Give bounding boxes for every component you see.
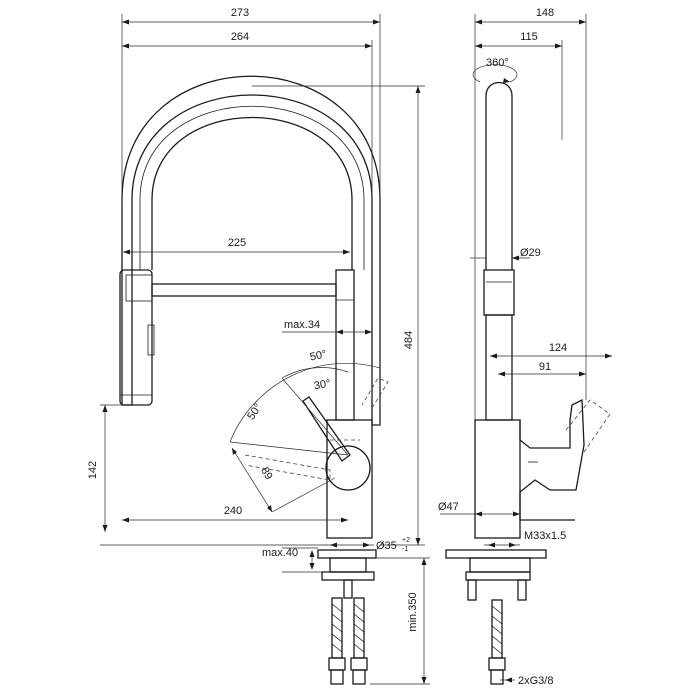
side-lower-tube (485, 314, 513, 421)
hose-fitting-right (350, 657, 368, 671)
hose-arch-band (139, 105, 365, 270)
dim-body-reach: 91 (539, 361, 551, 373)
dim-hose-width: 264 (231, 31, 249, 43)
dim-swivel-front: 50° (309, 348, 328, 363)
spray-head-grip (125, 274, 153, 302)
side-mount-nut (469, 557, 531, 573)
dim-base-height: 142 (87, 461, 99, 479)
dim-hole-tol-upper: +2 (402, 537, 410, 544)
dim-hole-diameter: Ø35 (376, 540, 397, 552)
lever-handle (302, 396, 351, 462)
dim-overall-height: 484 (403, 331, 415, 349)
spray-head (119, 269, 153, 406)
dim-deck-thickness: max.40 (262, 547, 298, 559)
dim-hose-length: min.350 (407, 592, 419, 631)
side-deck-plate (445, 549, 547, 559)
side-lever-alt (565, 399, 611, 456)
dim-base-width: 240 (224, 505, 242, 517)
dim-connection: 2xG3/8 (518, 675, 553, 687)
side-supply-hose (491, 599, 503, 659)
side-dimensions (440, 14, 612, 683)
lever-alt-right (361, 377, 389, 409)
side-spout (485, 81, 513, 270)
dim-lever-reach: 124 (549, 342, 567, 354)
dim-swivel-side: 50° (245, 402, 264, 423)
mount-washer (321, 571, 375, 581)
side-lever-housing (519, 398, 585, 521)
dim-spout-reach: max.34 (284, 319, 320, 331)
dim-overall-depth: 148 (536, 7, 554, 19)
dim-lever-angle: 30° (313, 378, 331, 393)
dim-hole-tol-lower: -1 (402, 546, 408, 553)
mount-bolt (343, 579, 353, 599)
side-body (474, 419, 521, 539)
hose-fitting-left (328, 657, 346, 671)
side-mount-washer (465, 571, 531, 581)
faucet-body (326, 419, 373, 539)
side-view-drawing (445, 81, 611, 685)
dim-spout-diameter: Ø29 (520, 247, 541, 259)
front-dimensions (100, 14, 430, 685)
right-column (335, 269, 355, 421)
spray-button (147, 324, 155, 356)
dim-rotation: 360° (486, 57, 509, 69)
hose-outer-outline (121, 75, 381, 426)
side-grip (483, 269, 515, 316)
dim-hose-inner-width: 225 (228, 237, 246, 249)
dim-overall-width: 273 (231, 7, 249, 19)
deck-plate (317, 549, 377, 559)
hose-inner-outline (151, 117, 353, 270)
crossbar (151, 283, 337, 297)
front-view-drawing (119, 75, 389, 685)
dim-body-diameter: Ø47 (438, 501, 459, 513)
dim-thread: M33x1.5 (524, 530, 566, 542)
dim-lever-length: 89 (258, 465, 275, 482)
lever-hub (325, 445, 371, 491)
mount-nut (329, 557, 367, 573)
lever-alt-left (244, 454, 331, 481)
dim-spout-depth: 115 (520, 31, 538, 43)
